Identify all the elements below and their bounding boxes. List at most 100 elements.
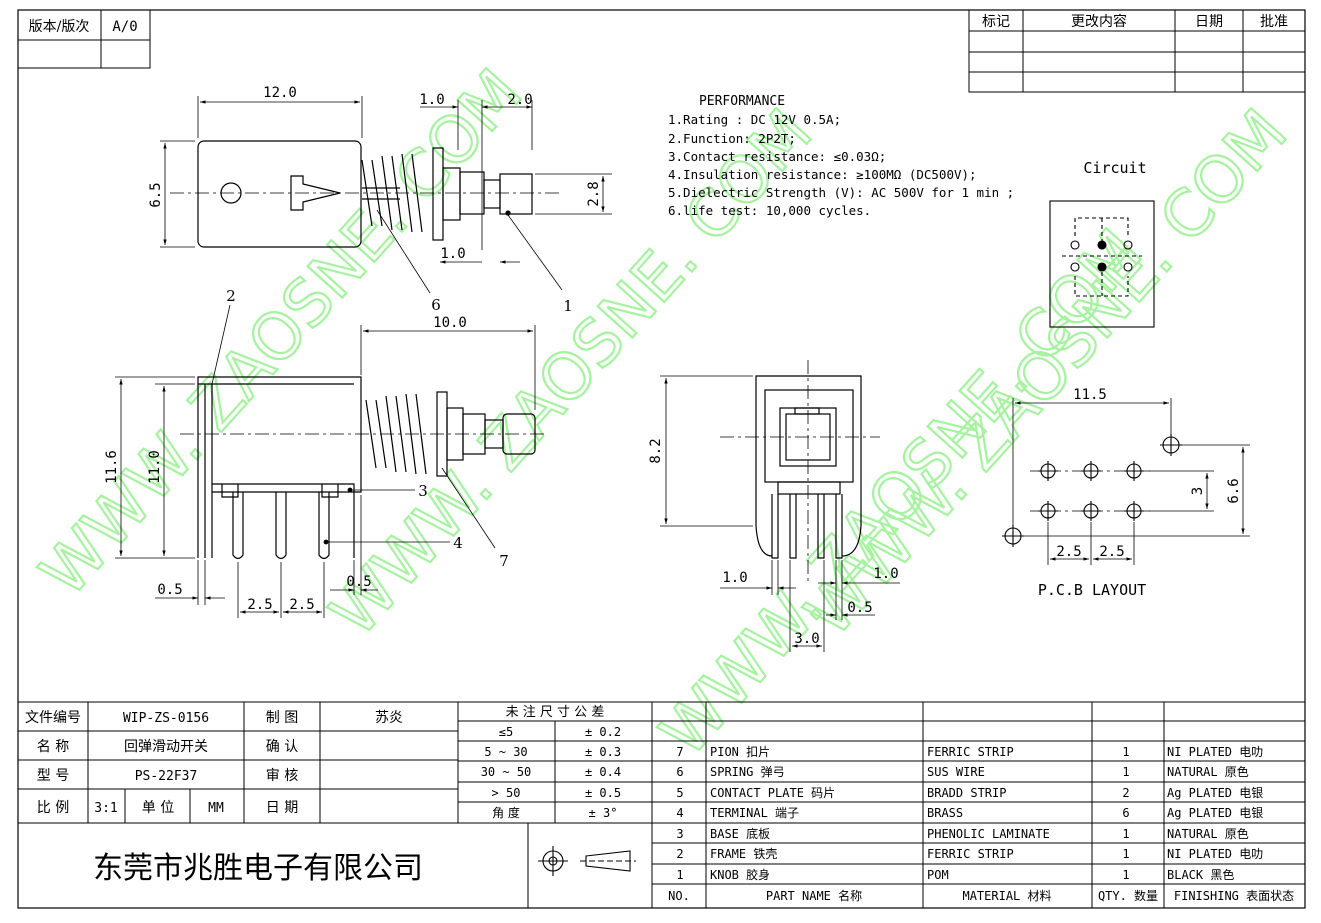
dim-top-length: 12.0	[263, 85, 297, 101]
dim-pcb-height: 6.6	[1226, 478, 1242, 503]
model-label: 型 号	[37, 768, 69, 784]
drawn-label: 制 图	[266, 710, 298, 726]
bom-qty: 1	[1122, 847, 1129, 861]
callout-1: 1	[563, 297, 573, 315]
performance-title: PERFORMANCE	[699, 94, 785, 109]
dim-side-height2: 11.0	[147, 450, 163, 484]
tolerance-value-2: ± 0.3	[585, 745, 621, 759]
bom-material: SUS WIRE	[927, 765, 985, 779]
change-header-approve: 批准	[1260, 14, 1288, 30]
dim-top-knob: 2.0	[507, 92, 532, 108]
title-block-grid	[18, 701, 1305, 908]
dim-pitch-1: 2.5	[247, 597, 272, 613]
bom-finish: Ag PLATED 电银	[1167, 806, 1263, 820]
bom-no: 3	[676, 827, 683, 841]
performance-item-4: 4.Insulation resistance: ≥100MΩ (DC500V)…	[668, 167, 977, 182]
bom-no: 6	[676, 765, 683, 779]
bom-qty: 1	[1122, 765, 1129, 779]
circuit-label: Circuit	[1083, 159, 1146, 177]
projection-symbol	[538, 846, 636, 876]
bom-rows: 7 PION 扣片 FERRIC STRIP 1 NI PLATED 电叻 6 …	[676, 745, 1263, 882]
top-view-dimensions	[160, 96, 612, 294]
bom-material: BRADD STRIP	[927, 786, 1006, 800]
dim-top-gap1: 1.0	[419, 92, 444, 108]
dim-pitch-2: 2.5	[289, 597, 314, 613]
bom-qty: 6	[1122, 806, 1129, 820]
bom-no: 1	[676, 868, 683, 882]
unit-label: 单 位	[142, 800, 174, 816]
dim-pcb-pitch-2: 2.5	[1099, 544, 1124, 560]
dim-top-height: 6.5	[148, 182, 164, 207]
bom-finish: BLACK 黑色	[1167, 868, 1234, 882]
change-header-date: 日期	[1195, 14, 1223, 30]
file-no-label: 文件编号	[25, 710, 81, 726]
bom-finish: NATURAL 原色	[1167, 827, 1249, 841]
dim-side-length: 10.0	[433, 315, 467, 331]
scale-value: 3:1	[94, 801, 117, 816]
bom-part: BASE 底板	[710, 826, 770, 841]
callout-3: 3	[418, 482, 428, 500]
tolerance-range-2: 5 ~ 30	[484, 745, 527, 759]
performance-item-6: 6.life test: 10,000 cycles.	[668, 203, 871, 218]
file-no-value: WIP-ZS-0156	[123, 711, 209, 726]
bom-qty: 1	[1122, 745, 1129, 759]
bom-header-no: NO.	[668, 889, 690, 903]
bom-material: POM	[927, 868, 949, 882]
bom-qty: 1	[1122, 827, 1129, 841]
performance-item-2: 2.Function: 2P2T;	[668, 131, 796, 146]
dim-pcb-row: 3	[1190, 487, 1206, 495]
model-value: PS-22F37	[135, 769, 198, 784]
bom-header-qty: QTY. 数量	[1098, 888, 1158, 903]
pcb-layout	[1002, 434, 1182, 547]
bom-part: PION 扣片	[710, 745, 770, 759]
callout-4: 4	[453, 534, 463, 552]
dim-end-right: 1.0	[873, 566, 898, 582]
bom-part: SPRING 弹弓	[710, 765, 785, 779]
bom-part: CONTACT PLATE 码片	[710, 786, 835, 800]
top-view	[170, 140, 560, 248]
date-label: 日 期	[266, 800, 298, 816]
dim-end-left: 1.0	[722, 570, 747, 586]
performance-item-3: 3.Contact resistance: ≤0.03Ω;	[668, 149, 886, 164]
dim-top-knob-dia: 2.8	[586, 181, 602, 206]
tolerance-value-1: ± 0.2	[585, 725, 621, 739]
bom-header-part: PART NAME 名称	[766, 888, 862, 903]
dim-pcb-pitch-1: 2.5	[1056, 544, 1081, 560]
pcb-dimensions	[1012, 398, 1250, 565]
pcb-layout-label: P.C.B LAYOUT	[1038, 581, 1146, 599]
tolerance-value-5: ± 3°	[589, 806, 618, 820]
tolerance-range-1: ≤5	[499, 725, 513, 739]
bom-no: 2	[676, 847, 683, 861]
revision-block	[17, 9, 151, 69]
revision-label: 版本/版次	[29, 19, 90, 35]
callout-7: 7	[499, 552, 509, 570]
bom-header-finish: FINISHING 表面状态	[1174, 889, 1294, 903]
bom-part: KNOB 胶身	[710, 867, 770, 882]
change-header-mark: 标记	[982, 14, 1010, 30]
tolerance-title: 未 注 尺 寸 公 差	[506, 705, 605, 720]
side-view-dimensions	[115, 304, 536, 618]
tolerance-range-4: > 50	[492, 786, 521, 800]
tolerance-range-3: 30 ~ 50	[481, 765, 532, 779]
bom-material: BRASS	[927, 806, 963, 820]
dim-pin-offset: 0.5	[346, 574, 371, 590]
dim-side-height1: 11.6	[104, 450, 120, 484]
confirm-label: 确 认	[266, 739, 298, 755]
end-view	[720, 360, 880, 585]
bom-part: TERMINAL 端子	[710, 806, 799, 820]
bom-material: PHENOLIC LAMINATE	[927, 827, 1050, 841]
bom-qty: 1	[1122, 868, 1129, 882]
dim-end-width: 3.0	[794, 631, 819, 647]
bom-finish: Ag PLATED 电银	[1167, 786, 1263, 800]
bom-finish: NI PLATED 电叻	[1167, 847, 1263, 861]
callout-6: 6	[431, 296, 441, 314]
bom-material: FERRIC STRIP	[927, 745, 1014, 759]
revision-value: A/0	[112, 19, 137, 35]
change-header-content: 更改内容	[1071, 13, 1127, 30]
end-view-dimensions	[660, 375, 900, 652]
callout-2: 2	[226, 287, 236, 305]
dim-side-offset: 0.5	[157, 582, 182, 598]
bom-material: FERRIC STRIP	[927, 847, 1014, 861]
dim-pcb-width: 11.5	[1073, 387, 1107, 403]
